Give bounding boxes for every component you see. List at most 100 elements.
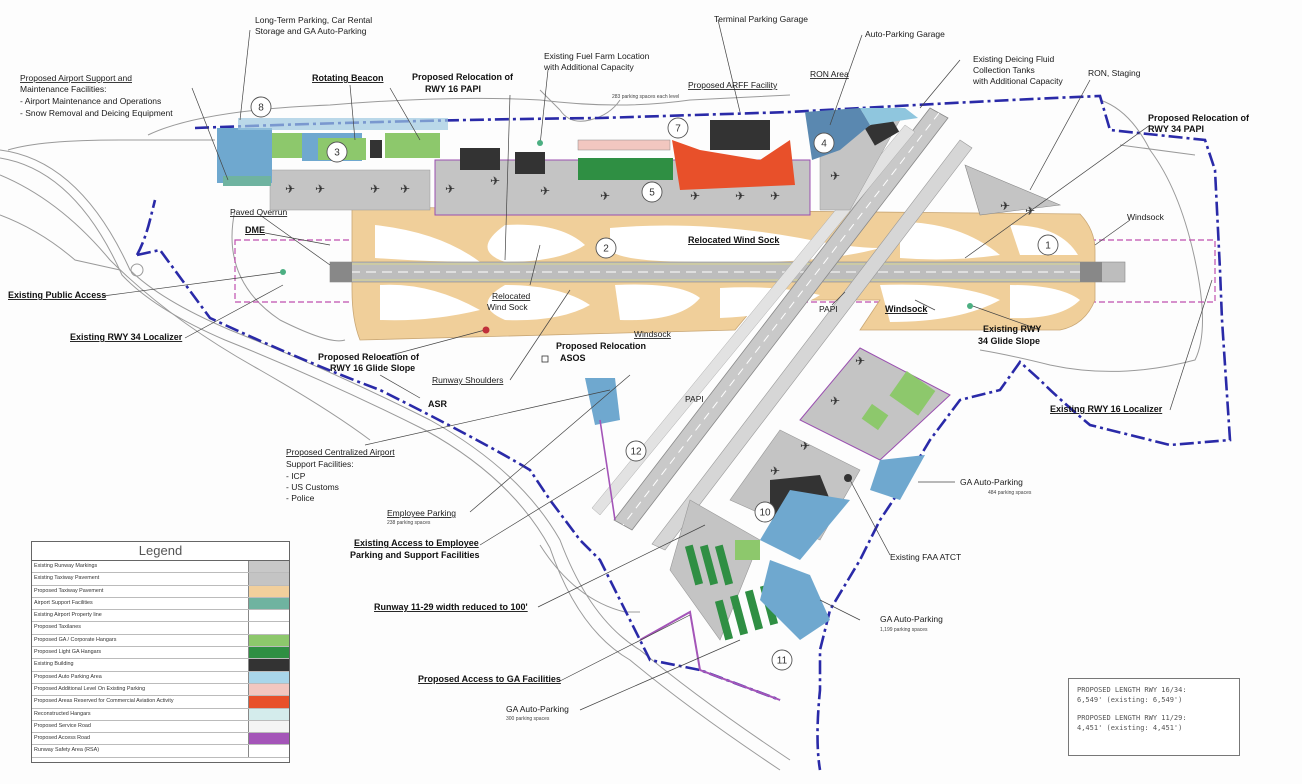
label-arff: Proposed ARFF Facility <box>688 80 778 90</box>
label-papi-center: PAPI <box>819 304 838 314</box>
callout-1: 1 <box>1045 241 1051 252</box>
legend-item-swatch <box>248 683 289 696</box>
label-rwy16-glide-1: Proposed Relocation of <box>318 352 420 362</box>
svg-text:✈: ✈ <box>285 182 295 196</box>
legend-item: Airport Support Facilities <box>32 597 289 611</box>
svg-text:✈: ✈ <box>830 394 840 408</box>
runway-11-29 <box>591 107 973 551</box>
svg-text:✈: ✈ <box>735 189 745 203</box>
legend-item-label: Existing Building <box>34 661 74 668</box>
label-asr: ASR <box>428 399 448 409</box>
label-windsock-south: Windsock <box>634 329 672 339</box>
legend-item-label: Proposed Additional Level On Existing Pa… <box>34 685 146 692</box>
label-rwy34-glide-2: 34 Glide Slope <box>978 336 1040 346</box>
label-relocated-1: Relocated <box>492 291 531 301</box>
legend-item-label: Runway Safety Area (RSA) <box>34 747 100 754</box>
svg-text:✈: ✈ <box>690 189 700 203</box>
label-ga-auto-parking-1-spaces: 484 parking spaces <box>988 490 1032 496</box>
callout-12: 12 <box>630 447 642 458</box>
legend-item-swatch <box>248 622 289 634</box>
svg-text:✈: ✈ <box>370 182 380 196</box>
legend-item-label: Existing Taxiway Pavement <box>34 575 100 582</box>
legend-item: Existing Building <box>32 659 289 672</box>
label-ron-area: RON Area <box>810 69 849 79</box>
label-ga-auto-parking-2: GA Auto-Parking <box>880 614 943 624</box>
label-rwy34-localizer: Existing RWY 34 Localizer <box>70 332 183 342</box>
legend-item: Existing Taxiway Pavement <box>32 573 289 586</box>
length-line-4: 4,451' (existing: 4,451') <box>1077 724 1183 732</box>
length-line-1: PROPOSED LENGTH RWY 16/34: <box>1077 686 1187 694</box>
legend-item: Proposed Taxilanes <box>32 622 289 635</box>
label-centralized-line-4: - Police <box>286 493 315 503</box>
label-existing-faa-atct: Existing FAA ATCT <box>890 552 961 562</box>
legend-item-swatch <box>248 597 289 610</box>
callout-3: 3 <box>334 148 340 159</box>
legend-item-label: Existing Runway Markings <box>34 563 98 569</box>
svg-text:✈: ✈ <box>770 189 780 203</box>
ron-staging-apron <box>964 164 1062 216</box>
label-auto-parking-garage: Auto-Parking Garage <box>865 29 945 39</box>
label-runway-width: Runway 11-29 width reduced to 100' <box>374 602 528 612</box>
label-employee-parking: Employee Parking <box>387 508 456 518</box>
label-existing-public-access: Existing Public Access <box>8 290 106 300</box>
legend-item-label: Proposed Service Road <box>34 722 91 729</box>
label-papi-south: PAPI <box>685 394 704 404</box>
label-employee-parking-spaces: 238 parking spaces <box>387 520 431 526</box>
label-papi16-1: Proposed Relocation of <box>412 72 514 82</box>
callout-11: 11 <box>777 656 788 667</box>
north-terminal-area <box>217 108 918 216</box>
legend-item-label: Reconstructed Hangars <box>34 710 91 717</box>
legend-item-swatch <box>248 720 289 733</box>
legend-item: Proposed Additional Level On Existing Pa… <box>32 683 289 697</box>
callout-numbers: 1 2 5 4 7 8 3 10 11 12 <box>258 103 1051 667</box>
label-windsock-center: Windsock <box>885 304 928 314</box>
label-terminal-garage: Terminal Parking Garage <box>714 14 808 24</box>
legend-item: Reconstructed Hangars <box>32 708 289 721</box>
label-windsock-east: Windsock <box>1127 212 1165 222</box>
label-relocated-wind-sock: Relocated Wind Sock <box>688 235 780 245</box>
legend-item-label: Proposed Taxiway Pavement <box>34 587 104 594</box>
label-deicing-3: with Additional Capacity <box>972 76 1064 86</box>
legend-item-label: Proposed Taxilanes <box>34 624 81 631</box>
label-centralized-line-2: - ICP <box>286 471 306 481</box>
callout-10: 10 <box>759 508 771 519</box>
legend-item-label: Existing Airport Property line <box>34 612 102 619</box>
legend-item-label: Proposed Access Road <box>34 735 91 742</box>
label-ga-auto-parking-1: GA Auto-Parking <box>960 477 1023 487</box>
label-rwy34-glide-1: Existing RWY <box>983 324 1041 334</box>
label-ron-staging: RON, Staging <box>1088 68 1141 78</box>
label-ga-auto-parking-3-spaces: 300 parking spaces <box>506 716 550 722</box>
legend-item: Proposed Light GA Hangars <box>32 647 289 660</box>
label-access-employees-2: Parking and Support Facilities <box>350 550 480 560</box>
svg-text:✈: ✈ <box>800 439 810 453</box>
runway-16-34 <box>329 261 1126 283</box>
svg-text:✈: ✈ <box>490 174 500 188</box>
legend-item: Proposed Access Road <box>32 733 289 746</box>
legend-item: Proposed Areas Reserved for Commercial A… <box>32 696 289 709</box>
legend-item-swatch <box>248 647 289 659</box>
label-relocated-2: Wind Sock <box>487 302 528 312</box>
legend-item: Proposed Taxiway Pavement <box>32 585 289 598</box>
svg-text:✈: ✈ <box>830 169 840 183</box>
legend-item-label: Proposed GA / Corporate Hangars <box>34 636 117 643</box>
legend-item: Proposed Service Road <box>32 720 289 734</box>
legend-item-swatch <box>248 610 289 622</box>
legend-item: Runway Safety Area (RSA) <box>32 745 289 758</box>
callout-5: 5 <box>649 188 655 199</box>
label-centralized-title: Proposed Centralized Airport <box>286 447 395 457</box>
legend-item-label: Airport Support Facilities <box>34 599 93 606</box>
legend-item-label: Proposed Auto Parking Area <box>34 673 102 680</box>
label-fuel-farm-1: Existing Fuel Farm Location <box>544 51 650 61</box>
label-access-ga: Proposed Access to GA Facilities <box>418 674 561 684</box>
legend-item-swatch <box>248 696 289 708</box>
callout-markers <box>250 96 1059 671</box>
callout-7: 7 <box>675 124 681 135</box>
navaid-markers <box>280 140 973 363</box>
svg-text:✈: ✈ <box>600 189 610 203</box>
label-papi16-2: RWY 16 PAPI <box>425 84 481 94</box>
label-rwy16-localizer: Existing RWY 16 Localizer <box>1050 404 1163 414</box>
label-paved-overrun: Paved Overrun <box>230 207 287 217</box>
svg-text:✈: ✈ <box>400 182 410 196</box>
